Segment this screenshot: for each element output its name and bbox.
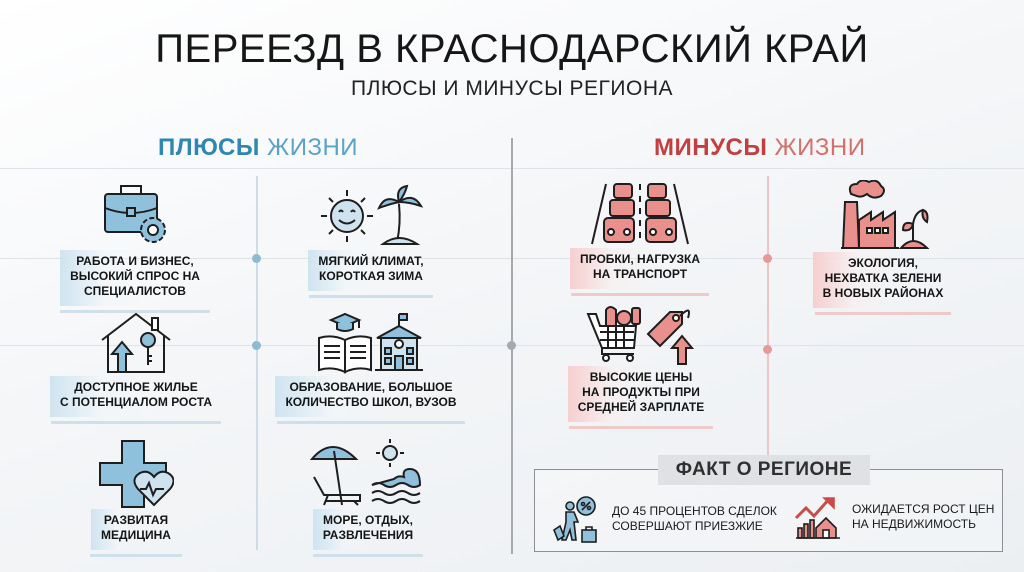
fact-line: ОЖИДАЕТСЯ РОСТ ЦЕН — [852, 502, 995, 516]
label-underline — [309, 295, 433, 298]
label-line: МЯГКИЙ КЛИМАТ, — [318, 254, 424, 268]
cons-item-traffic: ПРОБКИ, НАГРУЗКА НА ТРАНСПОРТ — [566, 180, 714, 296]
label-line: ВЫСОКИЕ ЦЕНЫ — [589, 370, 693, 384]
cons-item-traffic-label: ПРОБКИ, НАГРУЗКА НА ТРАНСПОРТ — [570, 248, 710, 289]
cons-column-divider — [767, 176, 769, 476]
pros-item-housing-label: ДОСТУПНОЕ ЖИЛЬЕ С ПОТЕНЦИАЛОМ РОСТА — [49, 376, 223, 417]
pros-item-work: РАБОТА И БИЗНЕС, ВЫСОКИЙ СПРОС НА СПЕЦИА… — [52, 180, 218, 313]
pros-item-medicine: РАЗВИТАЯ МЕДИЦИНА — [82, 437, 190, 557]
label-line: МОРЕ, ОТДЫХ, — [322, 513, 413, 527]
label-line: КОРОТКАЯ ЗИМА — [319, 269, 423, 283]
pros-item-medicine-label: РАЗВИТАЯ МЕДИЦИНА — [91, 509, 181, 550]
pros-item-work-label: РАБОТА И БИЗНЕС, ВЫСОКИЙ СПРОС НА СПЕЦИА… — [60, 250, 210, 306]
center-divider-dot — [507, 341, 516, 350]
label-line: РАБОТА И БИЗНЕС, — [76, 254, 194, 268]
page-subtitle: ПЛЮСЫ И МИНУСЫ РЕГИОНА — [350, 77, 674, 100]
pros-divider-dot-2 — [252, 341, 261, 350]
traveler-percent-icon — [553, 496, 597, 543]
cons-divider-dot-1 — [763, 254, 772, 263]
pros-item-sea-label: МОРЕ, ОТДЫХ, РАЗВЛЕЧЕНИЯ — [312, 509, 424, 550]
label-line: МЕДИЦИНА — [101, 528, 171, 542]
fact-title: ФАКТ О РЕГИОНЕ — [658, 455, 870, 485]
label-line: НЕХВАТКА ЗЕЛЕНИ — [824, 271, 942, 285]
label-underline — [60, 310, 210, 313]
label-line: РАЗВЛЕЧЕНИЯ — [322, 528, 414, 542]
pros-heading-light: ЖИЗНИ — [267, 134, 359, 161]
pros-heading: ПЛЮСЫ ЖИЗНИ — [158, 134, 358, 162]
label-line: РАЗВИТАЯ — [103, 513, 169, 527]
cons-heading-bold: МИНУСЫ — [654, 134, 768, 161]
pros-heading-bold: ПЛЮСЫ — [158, 134, 260, 161]
label-line: НА ПРОДУКТЫ ПРИ — [582, 385, 700, 399]
pros-column-divider — [256, 176, 258, 550]
label-line: С ПОТЕНЦИАЛОМ РОСТА — [59, 395, 213, 409]
fact-item-newcomers: ДО 45 ПРОЦЕНТОВ СДЕЛОК СОВЕРШАЮТ ПРИЕЗЖИ… — [548, 494, 777, 544]
pros-item-climate: МЯГКИЙ КЛИМАТ, КОРОТКАЯ ЗИМА — [296, 180, 446, 298]
label-underline — [569, 426, 713, 429]
pros-item-sea: МОРЕ, ОТДЫХ, РАЗВЛЕЧЕНИЯ — [308, 437, 428, 557]
label-underline — [90, 554, 182, 557]
label-line: КОЛИЧЕСТВО ШКОЛ, ВУЗОВ — [285, 395, 457, 409]
cons-heading-light: ЖИЗНИ — [774, 134, 866, 161]
label-line: ЭКОЛОГИЯ, — [847, 256, 919, 270]
label-line: СПЕЦИАЛИСТОВ — [84, 284, 186, 298]
pros-item-climate-label: МЯГКИЙ КЛИМАТ, КОРОТКАЯ ЗИМА — [308, 250, 434, 291]
cons-item-ecology-label: ЭКОЛОГИЯ, НЕХВАТКА ЗЕЛЕНИ В НОВЫХ РАЙОНА… — [812, 252, 954, 308]
pros-item-housing: ДОСТУПНОЕ ЖИЛЬЕ С ПОТЕНЦИАЛОМ РОСТА — [44, 310, 228, 424]
cons-divider-dot-2 — [763, 345, 772, 354]
beach-umbrella-wave-icon — [309, 439, 422, 506]
cart-price-tag-up-icon — [586, 306, 695, 365]
label-line: ОБРАЗОВАНИЕ, БОЛЬШОЕ — [289, 380, 453, 394]
fact-line: СОВЕРШАЮТ ПРИЕЗЖИЕ — [612, 519, 763, 533]
factory-wilted-plant-icon — [841, 180, 930, 249]
fact-line: НА НЕДВИЖИМОСТЬ — [852, 517, 976, 531]
label-underline — [815, 312, 951, 315]
cons-item-prices: ВЫСОКИЕ ЦЕНЫ НА ПРОДУКТЫ ПРИ СРЕДНЕЙ ЗАР… — [566, 302, 716, 429]
label-underline — [51, 421, 221, 424]
label-line: В НОВЫХ РАЙОНАХ — [822, 286, 944, 300]
pros-divider-dot-1 — [252, 254, 261, 263]
pros-item-education-label: ОБРАЗОВАНИЕ, БОЛЬШОЕ КОЛИЧЕСТВО ШКОЛ, ВУ… — [275, 376, 467, 417]
cons-heading: МИНУСЫ ЖИЗНИ — [654, 134, 866, 162]
sun-palm-icon — [321, 184, 424, 245]
cons-item-ecology: ЭКОЛОГИЯ, НЕХВАТКА ЗЕЛЕНИ В НОВЫХ РАЙОНА… — [808, 180, 958, 315]
label-underline — [277, 421, 465, 424]
label-underline — [313, 554, 423, 557]
pros-item-education: ОБРАЗОВАНИЕ, БОЛЬШОЕ КОЛИЧЕСТВО ШКОЛ, ВУ… — [272, 308, 470, 424]
book-school-icon — [318, 312, 423, 374]
label-line: ДОСТУПНОЕ ЖИЛЬЕ — [74, 380, 198, 394]
fact-item-newcomers-text: ДО 45 ПРОЦЕНТОВ СДЕЛОК СОВЕРШАЮТ ПРИЕЗЖИ… — [612, 504, 777, 534]
medical-cross-heart-icon — [99, 440, 174, 508]
label-line: СРЕДНЕЙ ЗАРПЛАТЕ — [577, 400, 705, 414]
label-line: НА ТРАНСПОРТ — [592, 267, 688, 281]
briefcase-gear-icon — [104, 185, 166, 243]
page-title: ПЕРЕЕЗД В КРАСНОДАРСКИЙ КРАЙ — [155, 27, 869, 71]
fact-line: ДО 45 ПРОЦЕНТОВ СДЕЛОК — [612, 504, 777, 518]
traffic-jam-icon — [591, 183, 689, 245]
fact-item-price-growth: ОЖИДАЕТСЯ РОСТ ЦЕН НА НЕДВИЖИМОСТЬ — [794, 494, 994, 540]
house-key-icon — [101, 312, 171, 373]
label-underline — [571, 293, 709, 296]
fact-item-price-growth-text: ОЖИДАЕТСЯ РОСТ ЦЕН НА НЕДВИЖИМОСТЬ — [852, 502, 994, 532]
label-line: ПРОБКИ, НАГРУЗКА — [580, 252, 700, 266]
label-line: ВЫСОКИЙ СПРОС НА — [70, 269, 200, 283]
cons-item-prices-label: ВЫСОКИЕ ЦЕНЫ НА ПРОДУКТЫ ПРИ СРЕДНЕЙ ЗАР… — [567, 366, 715, 422]
price-growth-house-icon — [794, 497, 840, 539]
